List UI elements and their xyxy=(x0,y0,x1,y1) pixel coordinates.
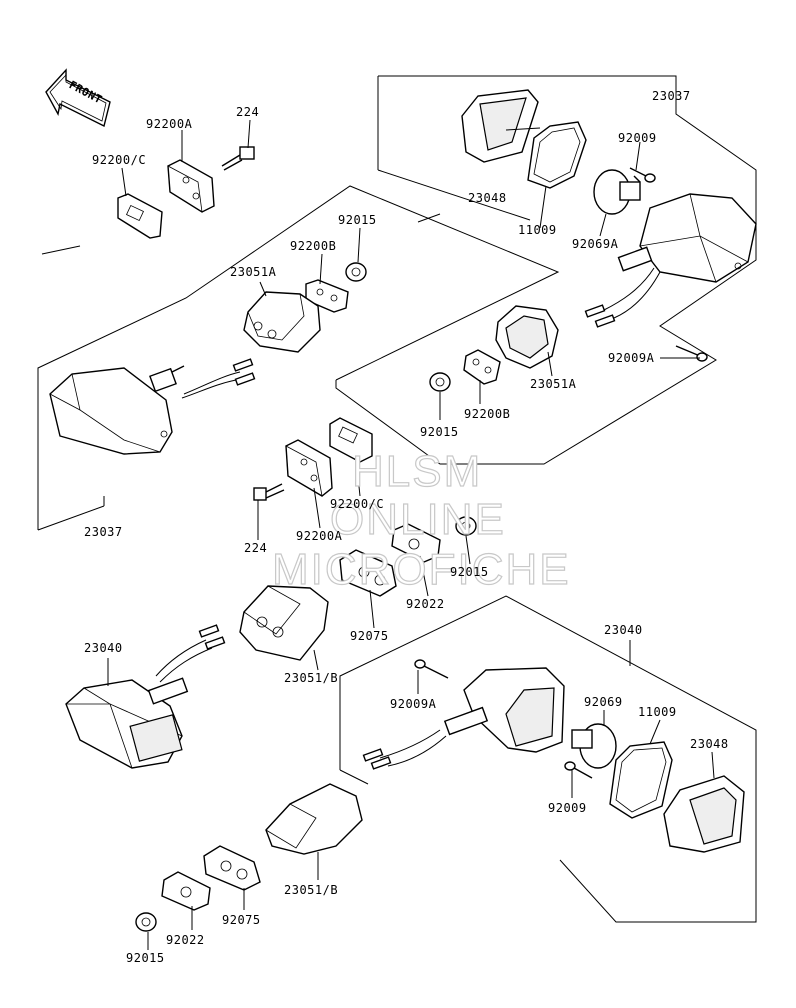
label-224-b: 224 xyxy=(244,541,267,555)
label-92200C-b: 92200/C xyxy=(330,497,384,511)
label-23040-a: 23040 xyxy=(84,641,123,655)
label-11009-a: 11009 xyxy=(518,223,557,237)
bolt-224-top xyxy=(221,146,255,171)
label-92200A-b: 92200A xyxy=(296,529,343,543)
gasket-11009-a xyxy=(527,121,587,189)
label-92015-b: 92015 xyxy=(420,425,459,439)
label-92015-d: 92015 xyxy=(126,951,165,965)
label-23048-a: 23048 xyxy=(468,191,507,205)
label-224-top: 224 xyxy=(236,105,259,119)
group-outline-23040-right xyxy=(339,595,757,923)
label-23051A-b: 23051A xyxy=(530,377,577,391)
label-92009A-a: 92009A xyxy=(608,351,655,365)
label-23051B-b: 23051/B xyxy=(284,883,338,897)
label-92015-c: 92015 xyxy=(450,565,489,579)
watermark-line2: ONLINE xyxy=(330,495,506,544)
label-23037-a: 23037 xyxy=(652,89,691,103)
clamp-92200A-top xyxy=(167,159,215,213)
screw-92009A-b xyxy=(414,659,449,679)
label-92200B-a: 92200B xyxy=(290,239,336,253)
plate-92200C-top xyxy=(117,193,163,239)
watermark-line1: HLSM xyxy=(352,447,482,496)
nut-92015-a xyxy=(345,262,367,282)
label-92200C-top: 92200/C xyxy=(92,153,146,167)
label-23051B-a: 23051/B xyxy=(284,671,338,685)
plate-92200C-mid xyxy=(329,417,373,463)
label-23037-b: 23037 xyxy=(84,525,123,539)
label-92009A-b: 92009A xyxy=(390,697,437,711)
group-outline-23037-left xyxy=(37,185,560,531)
watermark: HLSM ONLINE MICROFICHE xyxy=(271,446,571,594)
screw-92009-a xyxy=(629,167,656,183)
grommet-92075-b xyxy=(203,845,261,891)
nut-92015-d xyxy=(135,912,157,932)
label-92200A-top: 92200A xyxy=(146,117,193,131)
label-11009-b: 11009 xyxy=(638,705,677,719)
clamp-92200A-mid xyxy=(285,439,333,497)
lens-23048-a xyxy=(461,89,539,163)
label-92015-a: 92015 xyxy=(338,213,377,227)
label-92009-a: 92009 xyxy=(618,131,657,145)
label-92075-b: 92075 xyxy=(222,913,261,927)
turn-signal-23037-left xyxy=(49,358,256,455)
turn-signal-23040-left xyxy=(65,624,226,769)
gasket-11009-b xyxy=(609,741,673,819)
label-92069: 92069 xyxy=(584,695,623,709)
label-92069A: 92069A xyxy=(572,237,619,251)
plate-92200B-b xyxy=(463,349,501,385)
screw-92009A-a xyxy=(675,345,708,362)
leader-lines xyxy=(107,119,715,950)
grommet-92075-a xyxy=(339,549,397,597)
turn-signal-23040-right xyxy=(362,667,565,770)
nut-92015-c xyxy=(455,516,477,536)
group-outline-23037-right xyxy=(335,75,757,465)
grommet-23051A-a xyxy=(243,291,321,353)
bulb-92069 xyxy=(571,723,617,769)
label-23040-b: 23040 xyxy=(604,623,643,637)
label-92022-b: 92022 xyxy=(166,933,205,947)
turn-signal-23037-right xyxy=(584,193,757,328)
lens-23048-b xyxy=(663,775,745,853)
grommet-23051B-a xyxy=(239,585,329,661)
label-92200B-b: 92200B xyxy=(464,407,510,421)
watermark-line3: MICROFICHE xyxy=(272,545,571,594)
label-23048-b: 23048 xyxy=(690,737,729,751)
label-92022-a: 92022 xyxy=(406,597,445,611)
bulb-92069A xyxy=(593,169,641,215)
label-92075-a: 92075 xyxy=(350,629,389,643)
bolt-224-mid xyxy=(253,483,285,501)
front-arrow-icon: FRONT xyxy=(45,68,111,128)
screw-92009-b xyxy=(564,761,593,779)
label-23051A-a: 23051A xyxy=(230,265,277,279)
plate-92022-b xyxy=(161,871,211,911)
nut-92015-b xyxy=(429,372,451,392)
grommet-23051A-b xyxy=(495,305,559,369)
label-92009-b: 92009 xyxy=(548,801,587,815)
plate-92022-a xyxy=(391,523,441,563)
grommet-23051B-b xyxy=(265,783,363,855)
